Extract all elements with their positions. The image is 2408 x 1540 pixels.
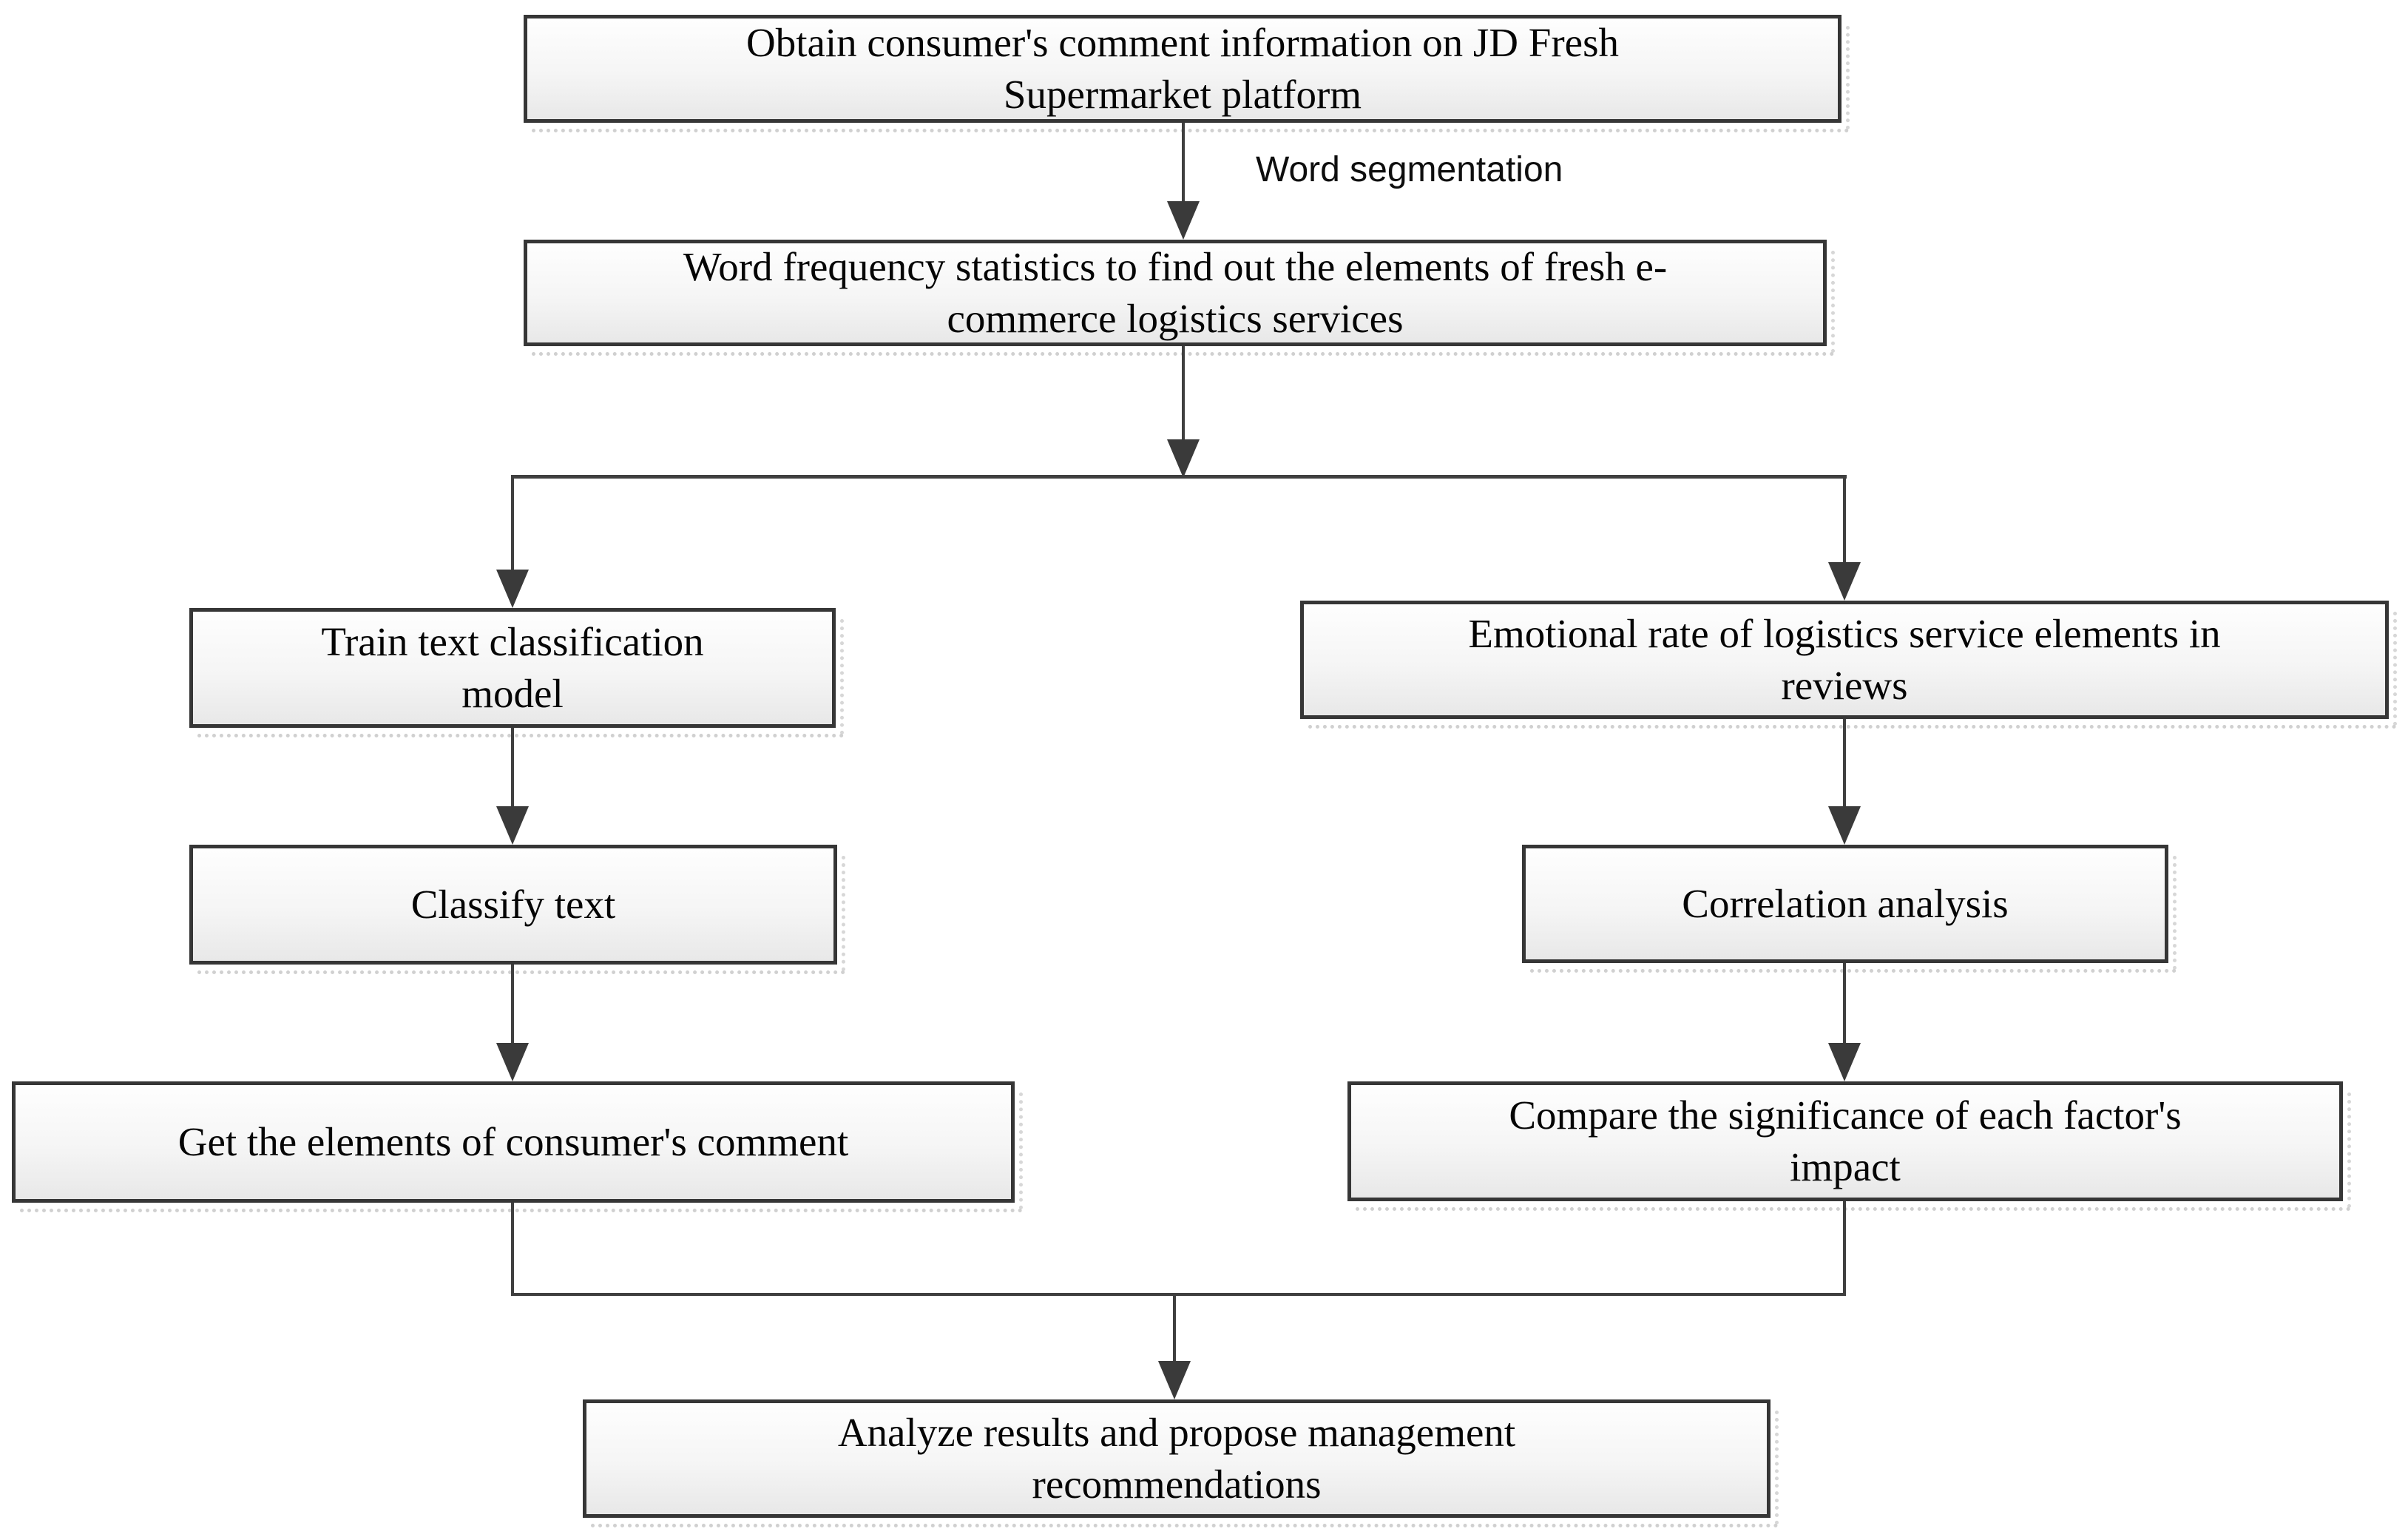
edge-split-to-train-line bbox=[511, 478, 514, 570]
edge-wordfreq-to-split-arrowhead bbox=[1167, 439, 1200, 478]
merge-branch-line bbox=[511, 1293, 1846, 1296]
flow-node-classify-text: Classify text bbox=[189, 845, 845, 974]
flow-node-word-frequency: Word frequency statistics to find out th… bbox=[524, 240, 1835, 356]
edge-split-to-emotional-line bbox=[1843, 478, 1846, 562]
flow-node-get-elements: Get the elements of consumer's comment bbox=[12, 1081, 1023, 1212]
edge-train-to-classify-arrowhead bbox=[496, 806, 529, 845]
flow-node-train-model-label: Train text classification model bbox=[321, 618, 704, 716]
edge-getelements-to-merge-line bbox=[511, 1203, 514, 1296]
edge-obtain-to-wordfreq-arrowhead bbox=[1167, 201, 1200, 240]
edge-split-to-train-arrowhead bbox=[496, 570, 529, 608]
flow-node-analyze-results-label: Analyze results and propose management r… bbox=[837, 1409, 1516, 1507]
edge-correlation-to-compare-arrowhead bbox=[1828, 1043, 1861, 1081]
flow-node-compare-significance: Compare the significance of each factor'… bbox=[1347, 1081, 2351, 1211]
flow-node-word-frequency-label: Word frequency statistics to find out th… bbox=[683, 243, 1668, 341]
edge-classify-to-getelements-line bbox=[511, 965, 514, 1043]
edge-emotional-to-correlation-arrowhead bbox=[1828, 806, 1861, 845]
split-branch-line bbox=[511, 475, 1847, 479]
edge-compare-to-merge-line bbox=[1843, 1201, 1846, 1296]
flow-node-analyze-results: Analyze results and propose management r… bbox=[583, 1399, 1779, 1527]
edge-split-to-emotional-arrowhead bbox=[1828, 562, 1861, 601]
flow-node-obtain-comments-label: Obtain consumer's comment information on… bbox=[745, 19, 1619, 117]
edge-merge-to-analyze-line bbox=[1173, 1296, 1176, 1361]
flow-node-emotional-rate-label: Emotional rate of logistics service elem… bbox=[1468, 610, 2221, 708]
edge-classify-to-getelements-arrowhead bbox=[496, 1043, 529, 1081]
edge-wordfreq-to-split-line bbox=[1182, 346, 1185, 439]
edge-emotional-to-correlation-line bbox=[1843, 719, 1846, 806]
edge-label-word-segmentation: Word segmentation bbox=[1256, 150, 1563, 189]
edge-obtain-to-wordfreq-line bbox=[1182, 123, 1185, 201]
edge-merge-to-analyze-arrowhead bbox=[1158, 1361, 1191, 1399]
flow-node-correlation-analysis-label: Correlation analysis bbox=[1682, 880, 2009, 926]
flow-node-emotional-rate: Emotional rate of logistics service elem… bbox=[1300, 601, 2397, 729]
flow-node-correlation-analysis: Correlation analysis bbox=[1522, 845, 2177, 973]
flow-node-get-elements-label: Get the elements of consumer's comment bbox=[177, 1118, 849, 1164]
flow-node-classify-text-label: Classify text bbox=[410, 881, 616, 927]
edge-train-to-classify-line bbox=[511, 728, 514, 806]
flow-node-obtain-comments: Obtain consumer's comment information on… bbox=[524, 15, 1850, 132]
flow-node-compare-significance-label: Compare the significance of each factor'… bbox=[1509, 1092, 2182, 1189]
flow-node-train-model: Train text classification model bbox=[189, 608, 844, 737]
edge-correlation-to-compare-line bbox=[1843, 963, 1846, 1043]
